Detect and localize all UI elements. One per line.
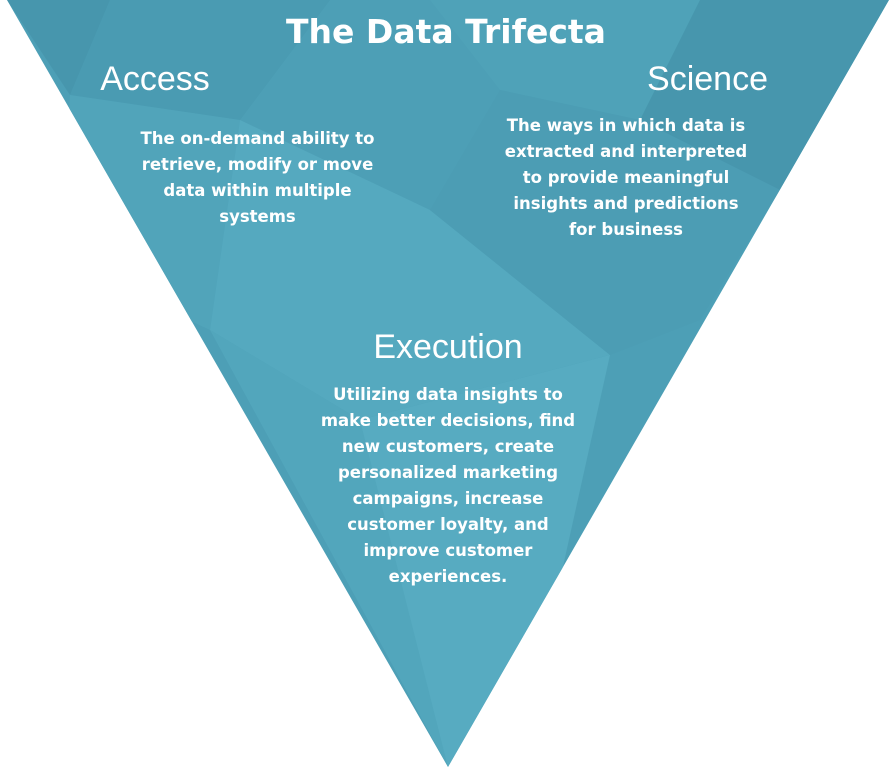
execution-description: Utilizing data insights to make better d… <box>320 385 576 586</box>
execution-heading: Execution <box>373 328 523 366</box>
facet <box>7 0 110 95</box>
facet <box>360 355 610 767</box>
science-description: The ways in which data is extracted and … <box>504 116 748 239</box>
science-heading: Science <box>647 60 768 98</box>
access-heading: Access <box>100 60 210 98</box>
facet <box>640 0 889 190</box>
facet <box>430 0 700 120</box>
access-description: The on-demand ability to retrieve, modif… <box>140 129 375 226</box>
facet <box>210 120 610 420</box>
facet <box>70 0 330 120</box>
facet <box>430 90 780 355</box>
diagram-title: The Data Trifecta <box>286 12 606 51</box>
